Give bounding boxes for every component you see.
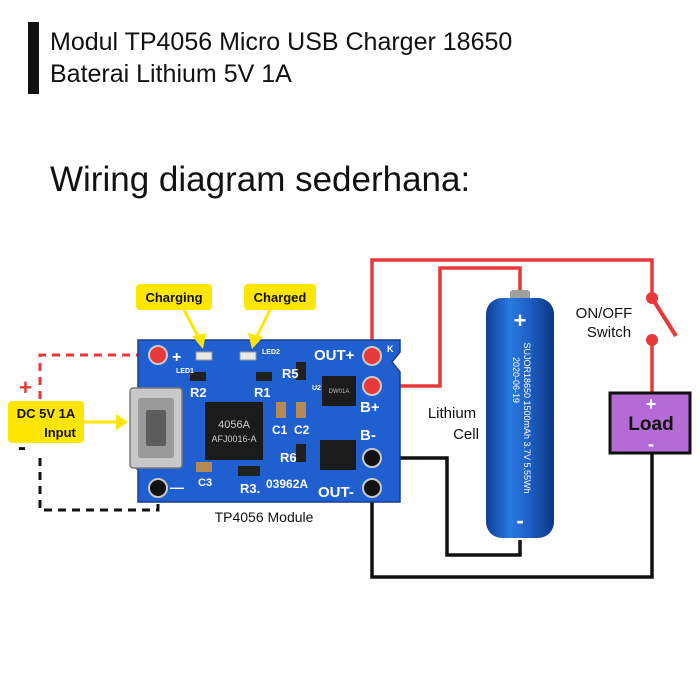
title-line-2: Baterai Lithium 5V 1A	[50, 60, 292, 88]
charged-label: Charged	[254, 290, 307, 305]
battery-print-2: 2020-06-19	[511, 357, 521, 403]
lithium-battery: + - SUJOR18650 1500mAh 3.7V 5.55Wh 2020-…	[486, 290, 554, 538]
led-charging	[195, 351, 213, 361]
pcb-label-u2: U2	[312, 385, 321, 392]
pcb-label-out-plus: OUT+	[314, 347, 355, 364]
resistor-r2	[190, 372, 206, 381]
load-label: Load	[628, 414, 673, 435]
capacitor-c2	[296, 402, 306, 418]
load-box: + Load -	[608, 391, 692, 455]
pcb-label-code: 03962A	[266, 477, 308, 491]
input-minus-sign: -	[18, 434, 26, 461]
pcb-label-r6: R6	[280, 450, 297, 465]
battery-label-2: Cell	[453, 426, 479, 443]
pad-input-minus	[148, 478, 168, 498]
battery-print-1: SUJOR18650 1500mAh 3.7V 5.55Wh	[522, 342, 532, 493]
red-wires	[370, 258, 654, 393]
title-line-1: Modul TP4056 Micro USB Charger 18650	[50, 28, 513, 56]
battery-label-1: Lithium	[428, 405, 476, 422]
ic-4056a: 4056A AFJ0016-A	[205, 402, 263, 460]
charging-callout: Charging	[136, 284, 212, 349]
ic-marking-2: AFJ0016-A	[211, 434, 256, 444]
pcb-label-dw01a: DW01A	[329, 389, 350, 395]
resistor-r6	[296, 444, 306, 462]
switch-label-2: Switch	[587, 324, 631, 341]
pcb-label-c3: C3	[198, 477, 212, 489]
capacitor-c3	[196, 462, 212, 472]
pad-out-plus	[362, 346, 382, 366]
wire-input-positive	[38, 353, 158, 400]
dc-input-label-1: DC 5V 1A	[17, 406, 76, 421]
pad-b-plus	[362, 376, 382, 396]
led-charged	[239, 351, 257, 361]
resistor-r3	[238, 466, 260, 476]
pcb-label-k: K	[387, 344, 394, 354]
load-minus: -	[648, 434, 654, 454]
battery-minus: -	[516, 508, 523, 533]
charged-callout: Charged	[244, 284, 316, 349]
resistor-r1	[256, 372, 272, 381]
resistor-r5	[296, 362, 306, 380]
pcb-label-plus: +	[172, 349, 181, 366]
pad-b-minus	[362, 448, 382, 468]
pcb-label-r3: R3.	[240, 481, 260, 496]
pcb-label-out-minus: OUT-	[318, 484, 354, 501]
dc-input-callout: DC 5V 1A Input	[8, 401, 128, 443]
pcb-label-c1: C1	[272, 423, 288, 437]
pcb-label-r5: R5	[282, 366, 299, 381]
ic-marking-1: 4056A	[218, 419, 250, 431]
pcb-label-r2: R2	[190, 385, 207, 400]
on-off-switch	[646, 292, 678, 346]
pcb-label-r1: R1	[254, 385, 271, 400]
pad-out-minus	[362, 478, 382, 498]
pcb-label-b-plus: B+	[360, 399, 380, 416]
wire-bminus-to-battery	[372, 456, 522, 557]
pcb-label-b-minus: B-	[360, 427, 376, 444]
load-plus: +	[646, 394, 657, 414]
pcb-label-led2: LED2	[262, 349, 280, 356]
tp4056-module: 4056A AFJ0016-A + — OUT+ B+ B- OUT- K LE…	[128, 339, 401, 503]
switch-lever	[650, 296, 678, 338]
ic-dw01a	[322, 376, 356, 406]
switch-label-1: ON/OFF	[576, 305, 633, 322]
input-plus-sign: +	[19, 375, 32, 400]
wire-outplus-to-switch	[370, 258, 654, 356]
pad-input-plus	[148, 345, 168, 365]
capacitor-c1	[276, 402, 286, 418]
dc-input-label-2: Input	[44, 425, 76, 440]
module-caption: TP4056 Module	[215, 509, 314, 525]
micro-usb-port	[129, 387, 183, 469]
wire-bplus-to-battery	[372, 266, 522, 388]
charging-label: Charging	[145, 290, 202, 305]
pcb-label-c2: C2	[294, 423, 310, 437]
wire-outminus-to-load	[370, 452, 654, 579]
dc-input-box	[8, 401, 84, 443]
mosfet-chip	[320, 440, 356, 470]
diagram-heading: Wiring diagram sederhana:	[50, 160, 471, 199]
page-title: Modul TP4056 Micro USB Charger 18650 Bat…	[50, 26, 512, 90]
black-wires	[370, 452, 654, 579]
pcb-label-led1: LED1	[176, 368, 194, 375]
battery-plus: +	[514, 308, 527, 333]
pcb-label-minus: —	[170, 479, 184, 495]
arrow-head-usb	[116, 414, 128, 430]
title-accent-bar	[28, 22, 39, 94]
